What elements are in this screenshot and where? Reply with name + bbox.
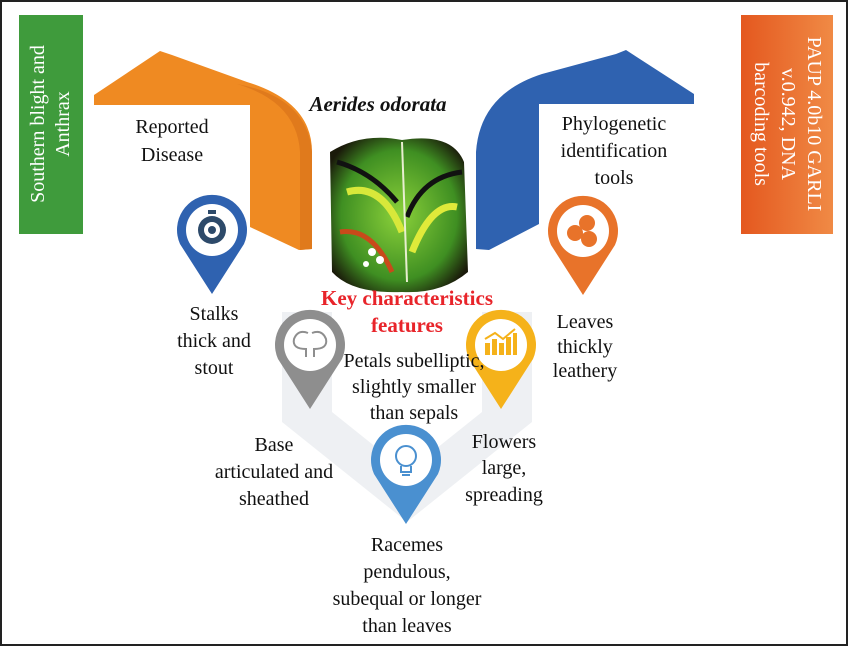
feature-flowers-text: large, xyxy=(482,457,527,479)
feature-racemes-text: Racemes xyxy=(371,534,443,556)
key-heading: features xyxy=(371,313,443,337)
left-box-line: Anthrax xyxy=(52,91,74,157)
pin-flowers xyxy=(466,309,536,409)
feature-leaves-text: Leaves xyxy=(557,311,614,333)
right-arrow-label: Phylogenetic xyxy=(562,113,667,135)
light-bulb-icon xyxy=(395,445,417,476)
left-arrow-label: Reported xyxy=(135,116,208,138)
center-petals-text: Petals subelliptic, xyxy=(343,350,484,372)
left-box-line: Southern blight and xyxy=(27,45,49,203)
key-heading: Key characteristics xyxy=(321,286,493,310)
pin-base xyxy=(275,309,345,409)
right-box-line: v.0.942, DNA xyxy=(777,68,799,181)
left-info-box: Southern blight and Anthrax xyxy=(19,15,83,234)
right-arrow-label: identification xyxy=(561,140,668,162)
feature-base-text: Base xyxy=(255,434,294,456)
left-bent-arrow xyxy=(94,51,312,250)
feature-stalks-text: stout xyxy=(195,357,234,379)
right-bent-arrow xyxy=(476,50,694,250)
feature-leaves-text: thickly xyxy=(557,336,613,358)
plant-title: Aerides odorata xyxy=(307,92,446,116)
right-info-box: PAUP 4.0b10 GARLI v.0.942, DNA barcoding… xyxy=(741,15,833,234)
right-box-line: barcoding tools xyxy=(750,62,772,186)
feature-flowers-text: Flowers xyxy=(472,431,537,453)
right-arrow-label: tools xyxy=(595,167,634,189)
feature-racemes-text: pendulous, xyxy=(363,561,450,583)
stopwatch-gear-icon xyxy=(198,210,226,244)
heads-icon xyxy=(292,330,328,357)
feature-racemes-text: than leaves xyxy=(362,615,452,637)
feature-flowers-text: spreading xyxy=(465,484,543,506)
background-chevron xyxy=(282,312,532,522)
feature-racemes-text: subequal or longer xyxy=(333,588,482,610)
feature-leaves-text: leathery xyxy=(553,360,617,382)
pin-racemes xyxy=(371,424,441,524)
left-arrow-label: Disease xyxy=(141,144,203,166)
speech-bubbles-icon xyxy=(567,215,597,247)
feature-stalks-text: Stalks xyxy=(190,303,239,325)
feature-stalks-text: thick and xyxy=(177,330,251,352)
feature-base-text: sheathed xyxy=(239,488,309,510)
center-petals-text: slightly smaller xyxy=(352,376,476,398)
pin-stalks xyxy=(177,194,247,294)
bar-chart-icon xyxy=(484,328,517,355)
center-petals-text: than sepals xyxy=(370,402,459,424)
plant-image xyxy=(330,137,468,293)
pin-leaves xyxy=(548,195,618,295)
feature-base-text: articulated and xyxy=(215,461,333,483)
right-box-line: PAUP 4.0b10 GARLI xyxy=(803,37,825,212)
